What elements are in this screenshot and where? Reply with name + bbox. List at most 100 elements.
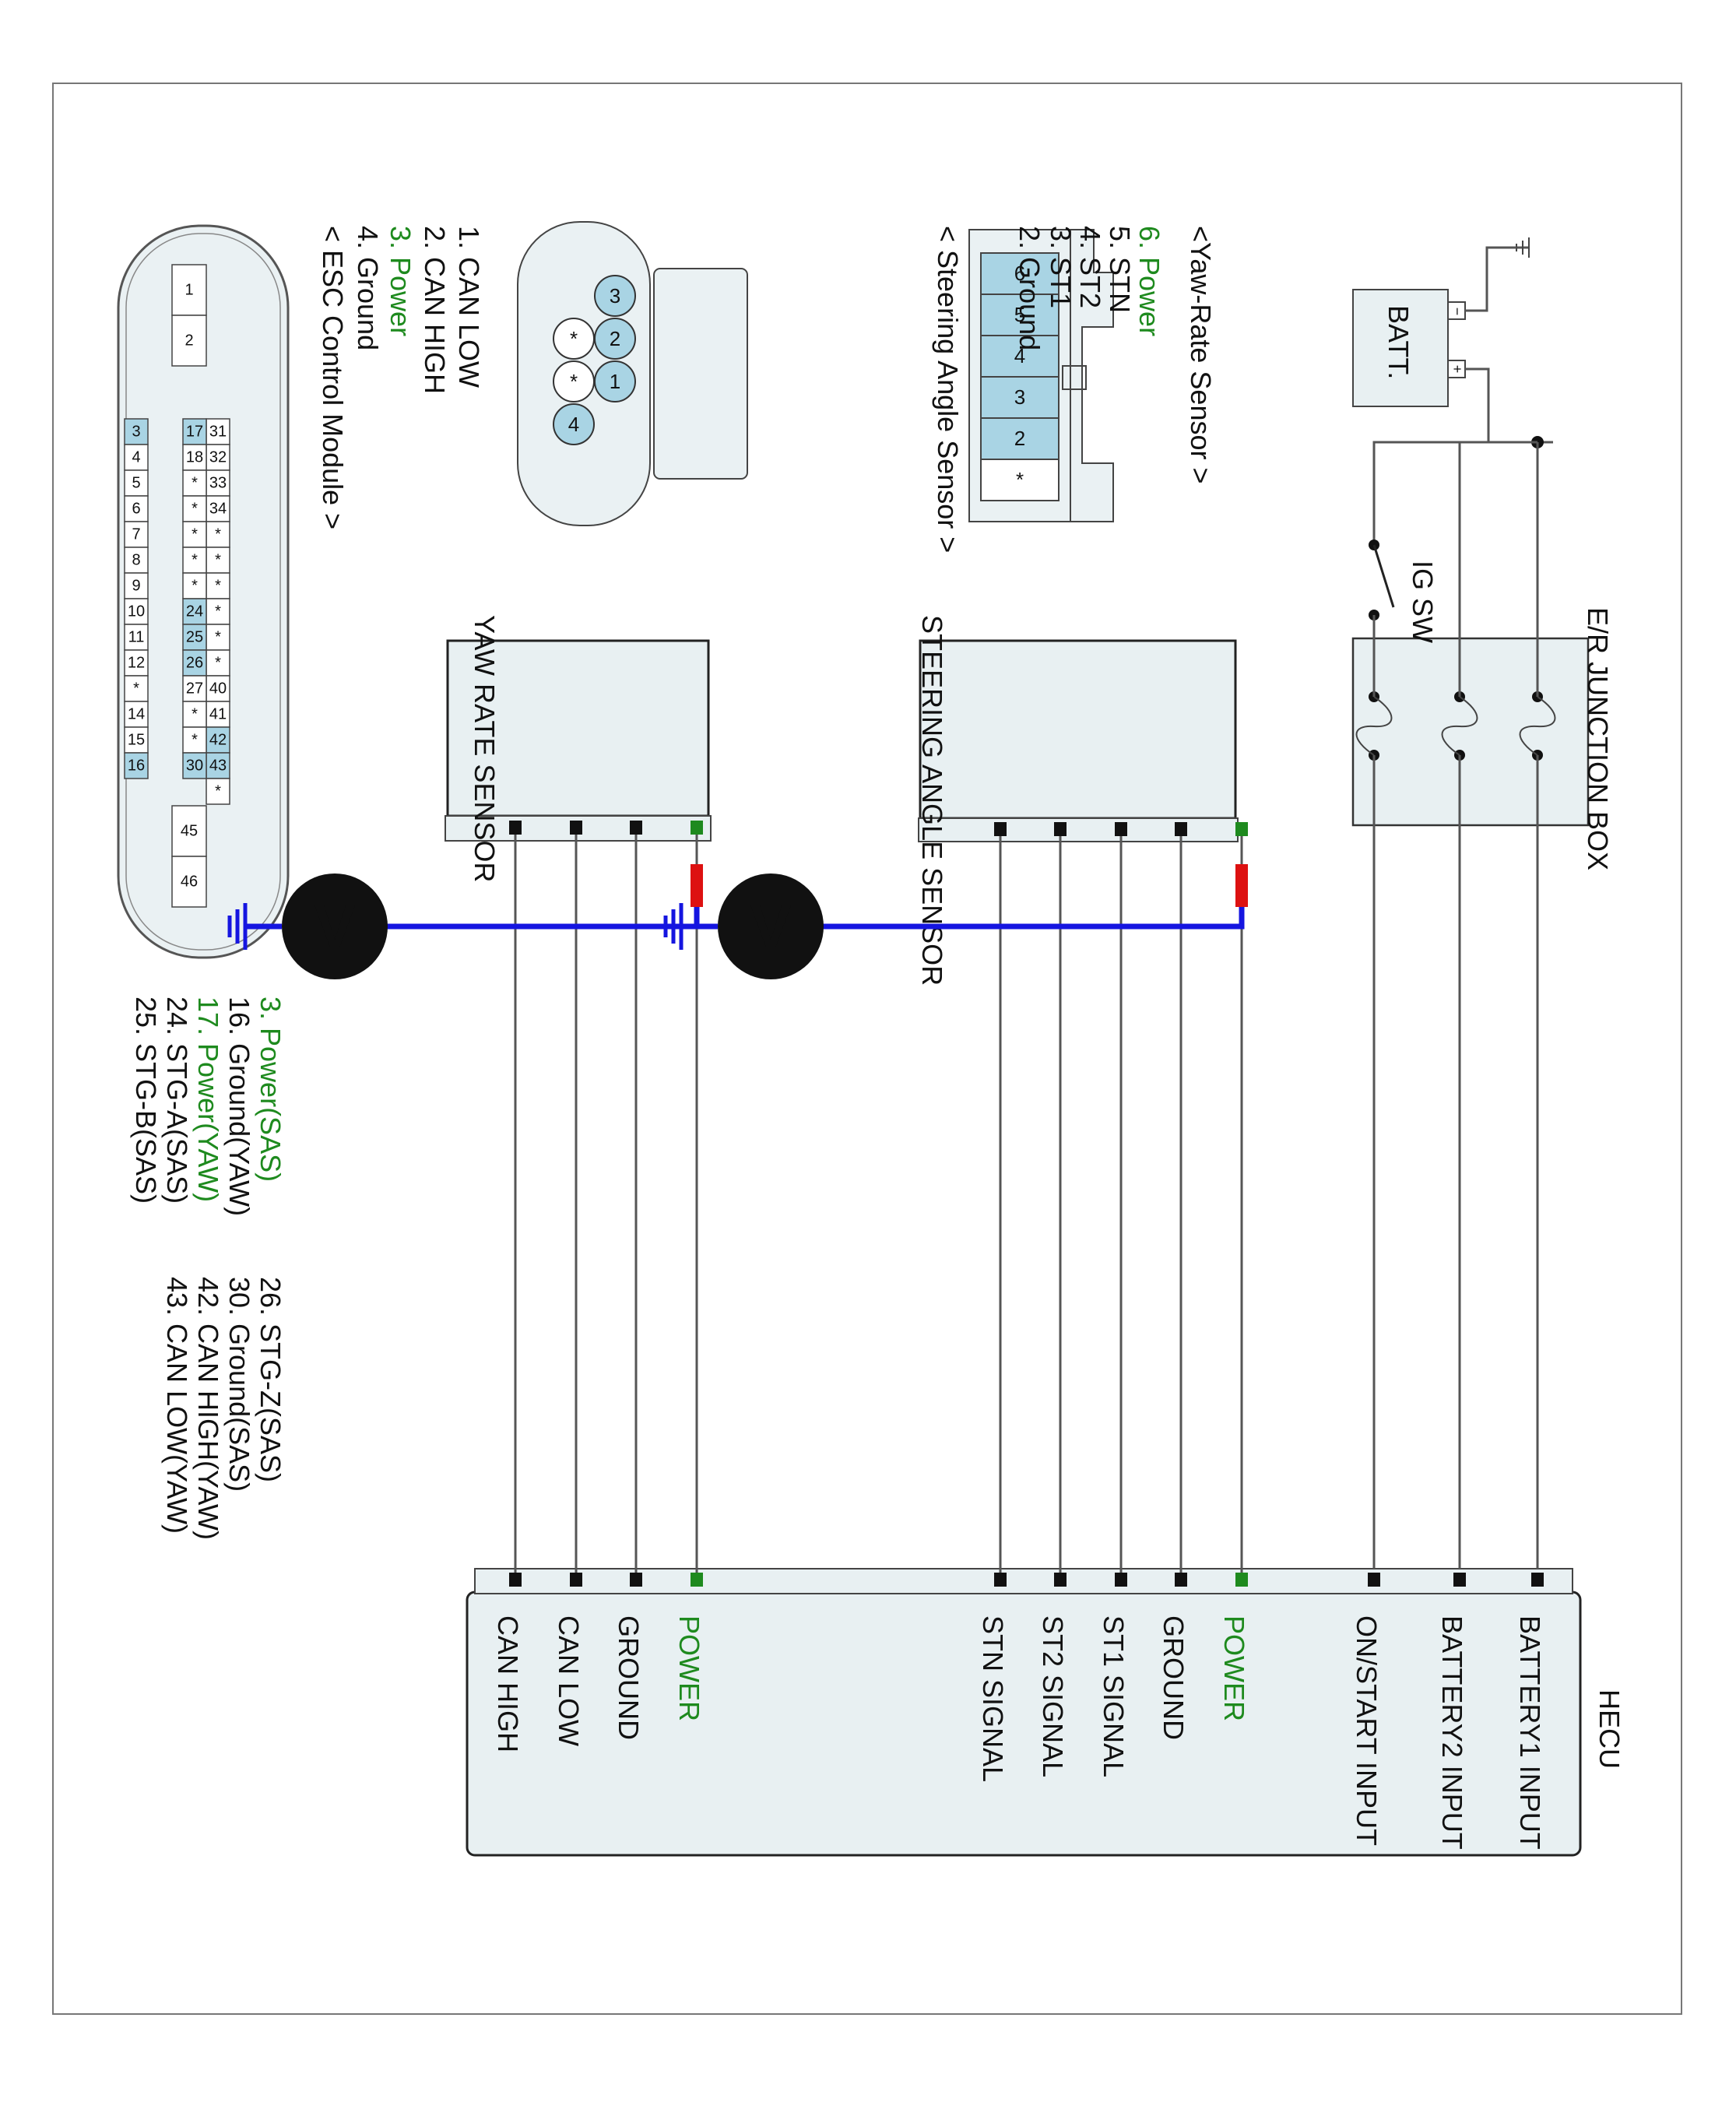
esc-pin-number: 9	[132, 578, 140, 595]
esc-pin-number: 30	[186, 757, 203, 775]
connector-pin	[1175, 1573, 1187, 1587]
esc-pin-number: *	[192, 475, 198, 492]
sas-pin-number: 6	[1014, 262, 1025, 285]
esc-pin-number: 41	[209, 706, 227, 723]
connector-pin	[570, 1573, 582, 1587]
yaw-legend-item: 1. CAN LOW	[453, 226, 485, 388]
hecu-pin-label: GROUND	[1158, 1615, 1190, 1740]
yaw-pin-number: *	[570, 370, 578, 393]
fuse-icon	[1519, 696, 1556, 756]
esc-pin-number: 7	[132, 526, 140, 543]
probe	[1235, 864, 1248, 907]
steering-angle-legend: 2. Ground 3. ST1 4. ST2 5. STN 6. Power	[1014, 226, 1165, 350]
connector-pin	[570, 821, 582, 835]
yaw-pin-number: *	[570, 327, 578, 350]
esc-pin-number: 10	[128, 603, 145, 620]
esc-pin-number: 17	[186, 424, 203, 441]
meter-lead	[335, 907, 700, 930]
sas-pin-number: 3	[1014, 385, 1025, 409]
sas-legend-item: 5. STN	[1104, 226, 1136, 313]
switch-icon	[1372, 544, 1395, 608]
esc-pin-number: 15	[128, 732, 145, 749]
sas-pin-number: 4	[1014, 344, 1025, 367]
sas-pin-number: 5	[1014, 303, 1025, 326]
esc-pin-number: 42	[209, 732, 227, 749]
esc-pin-number: 12	[128, 655, 145, 672]
esc-legend-item: 26. STG-Z(SAS)	[255, 1277, 286, 1482]
hecu-pin-label: ST2 SIGNAL	[1037, 1615, 1069, 1777]
esc-pin-number: *	[215, 526, 221, 543]
voltmeter-label: V	[750, 892, 791, 961]
esc-pin-number: 25	[186, 629, 203, 646]
esc-pin-number: *	[215, 783, 221, 800]
voltmeter-icon	[718, 873, 824, 979]
esc-pin-cell	[182, 752, 207, 779]
esc-legend-item: 17. Power(YAW)	[192, 997, 224, 1202]
connector-pin	[1235, 822, 1248, 836]
page-frame	[52, 83, 1682, 2015]
esc-pin-number: 26	[186, 655, 203, 672]
yaw-pin-number: 2	[610, 327, 620, 350]
esc-legend-item: 25. STG-B(SAS)	[130, 997, 162, 1204]
yaw-rate-legend: 1. CAN LOW 2. CAN HIGH 3. Power 4. Groun…	[352, 226, 485, 394]
hecu-pin-header	[474, 1568, 1573, 1594]
esc-pin-number: 1	[184, 282, 193, 299]
hecu-pin-label: BATTERY2 INPUT	[1436, 1615, 1468, 1850]
esc-pin-number: *	[215, 578, 221, 595]
yaw-pin-number: 4	[568, 413, 579, 436]
connector-pin	[509, 821, 522, 835]
yaw-pin	[553, 318, 595, 360]
connector-pin	[994, 1573, 1007, 1587]
yaw-pin	[553, 360, 595, 402]
esc-legend-item: 24. STG-A(SAS)	[161, 997, 193, 1204]
yaw-rate-connector-title: <Yaw-Rate Sensor >	[1185, 226, 1217, 484]
esc-pin-number: 32	[209, 449, 227, 466]
connector-pin	[1115, 1573, 1127, 1587]
yaw-legend-item: 2. CAN HIGH	[419, 226, 451, 394]
hecu-pin-label: CAN LOW	[553, 1615, 585, 1746]
esc-pin-number: *	[192, 578, 198, 595]
esc-pin-cell	[171, 315, 207, 367]
fuse-icon	[1355, 696, 1393, 756]
hecu-pin-label: GROUND	[613, 1615, 645, 1740]
ig-feed-wire	[1372, 441, 1537, 545]
connector-pin	[1531, 1573, 1544, 1587]
hecu-pin-label: CAN HIGH	[492, 1615, 524, 1752]
voltmeter-label: V	[314, 892, 355, 961]
esc-pin-number: *	[215, 629, 221, 646]
esc-pin-number: *	[215, 552, 221, 569]
connector-pin	[630, 1573, 642, 1587]
esc-pin-cell	[171, 856, 207, 908]
hecu-label: HECU	[1594, 1689, 1625, 1769]
battery-positive-wire	[1465, 367, 1541, 444]
er-junction-box	[1351, 637, 1590, 827]
connector-pin	[1054, 1573, 1067, 1587]
battery-ground-wire	[1465, 246, 1516, 312]
esc-pin-cell	[124, 752, 149, 779]
esc-legend-item: 43. CAN LOW(YAW)	[161, 1277, 193, 1534]
esc-pin-number: 6	[132, 501, 140, 518]
sas-legend-item: 2. Ground	[1014, 226, 1045, 350]
esc-legend-item: 42. CAN HIGH(YAW)	[192, 1277, 224, 1540]
esc-pin-number: 5	[132, 475, 140, 492]
esc-legend: 3. Power(SAS) 16. Ground(YAW) 17. Power(…	[130, 997, 286, 1540]
er-junction-box-label: E/R JUNCTION BOX	[1582, 607, 1614, 870]
yaw-pin-number: 1	[610, 370, 620, 393]
esc-pin-number: 46	[181, 873, 198, 891]
esc-pin-number: 31	[209, 424, 227, 441]
esc-legend-item: 30. Ground(SAS)	[223, 1277, 255, 1492]
esc-pin-number: 33	[209, 475, 227, 492]
yaw-rate-connector: 321**4	[517, 221, 748, 526]
steering-angle-connector-title: < Steering Angle Sensor >	[932, 226, 964, 553]
connector-pin	[691, 1573, 703, 1587]
esc-pin-number: *	[192, 732, 198, 749]
yaw-rate-sensor-label: YAW RATE SENSOR	[469, 615, 501, 882]
svg-text:−: −	[1450, 308, 1465, 316]
connector-pin	[691, 821, 703, 835]
esc-pin-number: *	[192, 526, 198, 543]
connector-pin	[509, 1573, 522, 1587]
esc-pin-number: *	[192, 552, 198, 569]
esc-pin-number: 16	[128, 757, 145, 775]
sas-pin-number: 2	[1014, 427, 1025, 450]
meter-lead	[771, 907, 1245, 930]
